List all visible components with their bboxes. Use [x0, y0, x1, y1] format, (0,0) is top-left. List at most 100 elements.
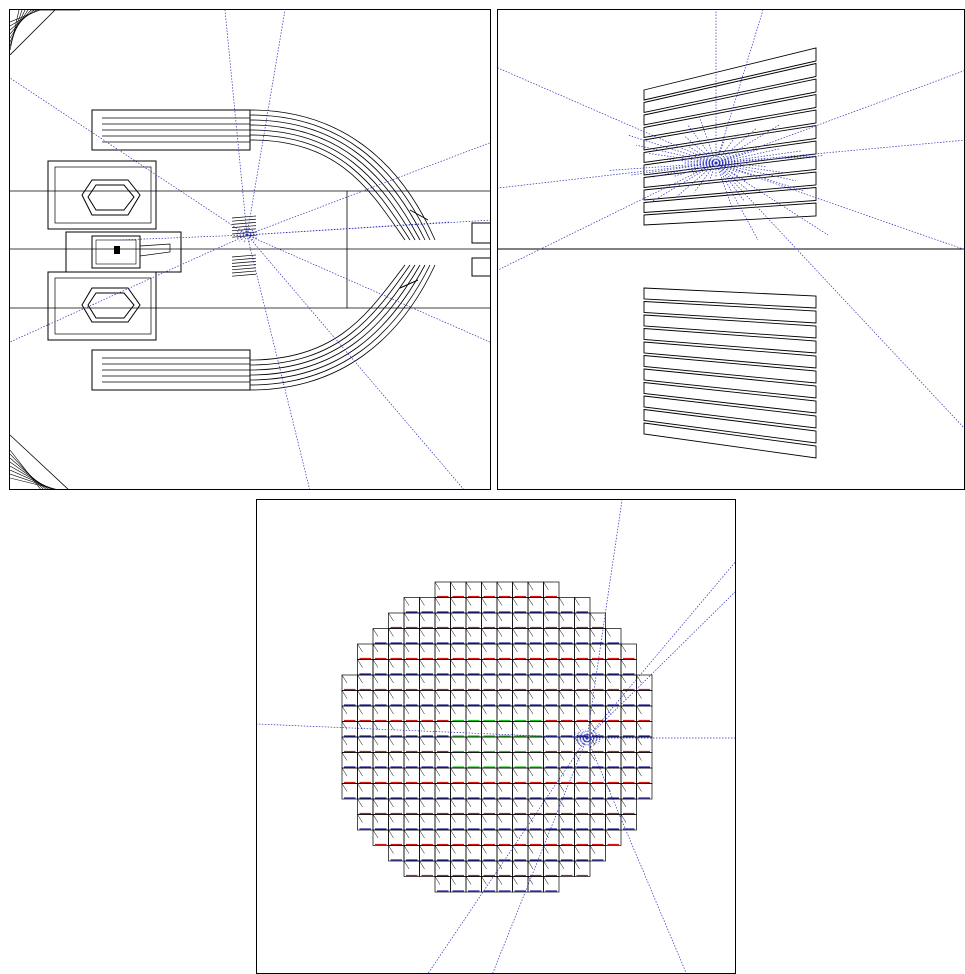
crystal-edge: [434, 829, 441, 839]
crystal-edge: [434, 876, 441, 885]
lower-detector-stack: [643, 287, 817, 459]
crystal-cell: [605, 829, 622, 846]
crystal-cell: [636, 752, 653, 769]
crystal-edge: [450, 643, 456, 653]
crystal-cell: [543, 736, 560, 753]
crystal-edge: [558, 860, 565, 870]
crystal-cell: [403, 814, 420, 831]
particle-track: [236, 231, 248, 236]
crystal-cell: [543, 690, 560, 707]
crystal-edge: [620, 767, 627, 777]
crystal-edge: [620, 643, 627, 653]
crystal-edge: [434, 783, 441, 792]
crystal-cell: [419, 612, 436, 629]
crystal-edge: [357, 783, 363, 792]
crystal-edge: [450, 721, 456, 730]
zoom-view-diagram: [498, 10, 964, 459]
detector-plane: [643, 355, 817, 384]
crystal-cell: [589, 767, 606, 784]
crystal-edge: [527, 659, 534, 668]
particle-track: [427, 737, 588, 973]
crystal-cell: [620, 721, 637, 738]
crystal-edge: [419, 643, 425, 653]
crystal-cell: [620, 674, 637, 691]
crystal-edge: [574, 643, 580, 653]
particle-track: [246, 219, 490, 236]
crystal-edge: [388, 767, 394, 777]
detector-plane: [231, 254, 257, 258]
crystal-cell: [543, 674, 560, 691]
crystal-edge: [527, 829, 534, 839]
crystal-edge: [589, 798, 596, 808]
zoom-view-panel: [497, 9, 965, 490]
crystal-cell: [589, 814, 606, 831]
crystal-edge: [372, 659, 379, 668]
crystal-edge: [434, 581, 441, 591]
crystal-cell: [465, 752, 482, 769]
crystal-cell: [434, 798, 451, 815]
crystal-cell: [341, 690, 358, 707]
crystal-edge: [434, 705, 441, 715]
crystal-edge: [574, 798, 580, 808]
detector-plane: [643, 287, 817, 309]
crystal-edge: [589, 767, 596, 777]
crystal-cell: [465, 814, 482, 831]
crystal-cell: [372, 752, 389, 769]
crystal-cell: [574, 798, 591, 815]
crystal-cell: [636, 721, 653, 738]
crystal-edge: [419, 721, 425, 730]
magnet-curve-lower: [249, 264, 411, 366]
crystal-edge: [388, 612, 394, 622]
crystal-edge: [589, 643, 596, 653]
crystal-cell: [589, 612, 606, 629]
crystal-cell: [496, 798, 513, 815]
detector-plane: [643, 408, 817, 444]
crystal-cell: [496, 783, 513, 800]
crystal-edge: [388, 783, 394, 792]
crystal-cell: [636, 783, 653, 800]
detector-plane: [643, 314, 817, 339]
crystal-edge: [589, 612, 596, 622]
detector-plane: [643, 155, 817, 188]
crystal-edge: [419, 628, 425, 637]
crystal-edge: [574, 752, 580, 761]
crystal-cell: [527, 814, 544, 831]
crystal-edge: [543, 876, 549, 885]
target-core: [114, 246, 120, 254]
crystal-cell: [357, 643, 374, 660]
crystal-cell: [419, 814, 436, 831]
crystal-cell: [574, 783, 591, 800]
crystal-cell: [496, 845, 513, 862]
crystal-edge: [543, 581, 549, 591]
crystal-edge: [543, 798, 549, 808]
crystal-cell: [605, 814, 622, 831]
crystal-edge: [543, 643, 549, 653]
crystal-edge: [450, 628, 456, 637]
crystal-cell: [496, 736, 513, 753]
crystal-edge: [341, 752, 348, 761]
crystal-cell: [434, 721, 451, 738]
crystal-cell: [388, 798, 405, 815]
crystal-edge: [403, 674, 410, 684]
crystal-cell: [481, 783, 498, 800]
crystal-edge: [481, 612, 487, 622]
crystal-edge: [388, 736, 394, 746]
crystal-edge: [589, 690, 596, 699]
crystal-edge: [558, 690, 565, 699]
crystal-cell: [496, 860, 513, 877]
crystal-edge: [450, 659, 456, 668]
particle-track: [651, 162, 717, 202]
crystal-edge: [403, 643, 410, 653]
crystal-cell: [620, 643, 637, 660]
crystal-cell: [574, 643, 591, 660]
crystal-cell: [589, 845, 606, 862]
crystal-cell: [527, 659, 544, 676]
crystal-edge: [372, 643, 379, 653]
crystal-edge: [543, 767, 549, 777]
detector-plane: [231, 267, 257, 271]
crystal-cell: [450, 752, 467, 769]
crystal-edge: [620, 690, 627, 699]
magnet-curve-upper: [249, 134, 411, 241]
particle-track: [575, 732, 588, 739]
crystal-edge: [465, 612, 472, 622]
